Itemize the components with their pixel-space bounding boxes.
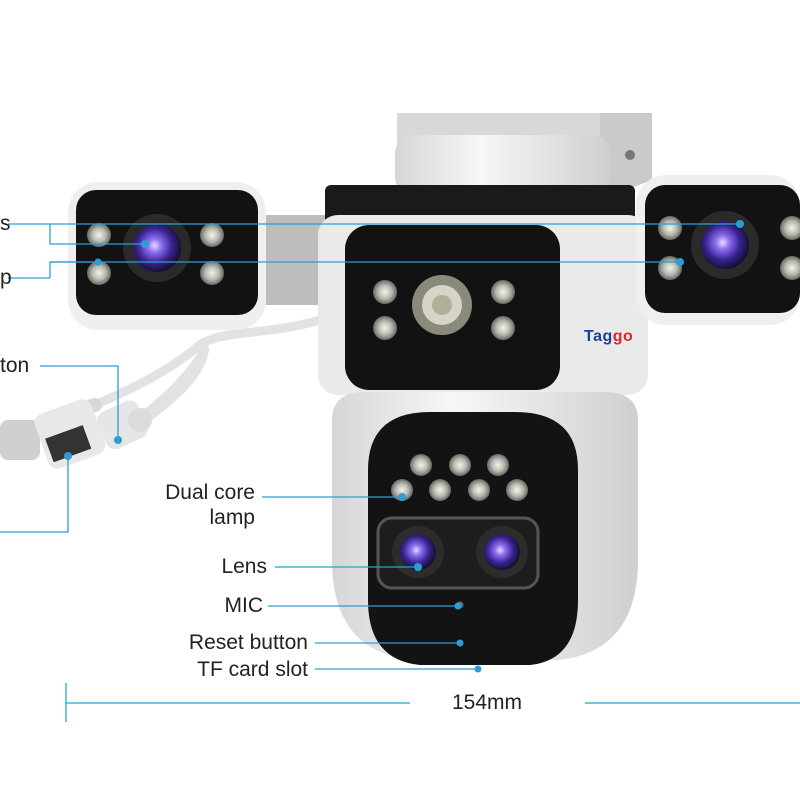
- brand-logo: Taggo: [584, 328, 633, 346]
- brand-logo-part1: Tag: [584, 328, 613, 345]
- label-left-button: ton: [0, 354, 30, 377]
- brand-logo-part2: go: [612, 328, 634, 345]
- dome-camera: [332, 392, 638, 665]
- cable-connectors: [0, 399, 152, 469]
- label-tf-card-slot: TF card slot: [197, 658, 308, 681]
- label-width-dimension: 154mm: [452, 691, 523, 714]
- label-left-mid: p: [0, 266, 12, 289]
- wall-bracket: [395, 113, 652, 200]
- left-camera: [68, 182, 328, 330]
- label-mic: MIC: [224, 594, 264, 617]
- label-reset-button: Reset button: [188, 631, 308, 654]
- label-lens: Lens: [221, 555, 267, 578]
- label-dual-core-line2: lamp: [209, 506, 255, 529]
- right-camera: [636, 175, 800, 325]
- label-left-top: s: [0, 212, 11, 235]
- center-top-module: [318, 185, 648, 395]
- leader-dots: [64, 220, 744, 673]
- leader-lines: [0, 223, 800, 722]
- label-dual-core-line1: Dual core: [165, 481, 255, 504]
